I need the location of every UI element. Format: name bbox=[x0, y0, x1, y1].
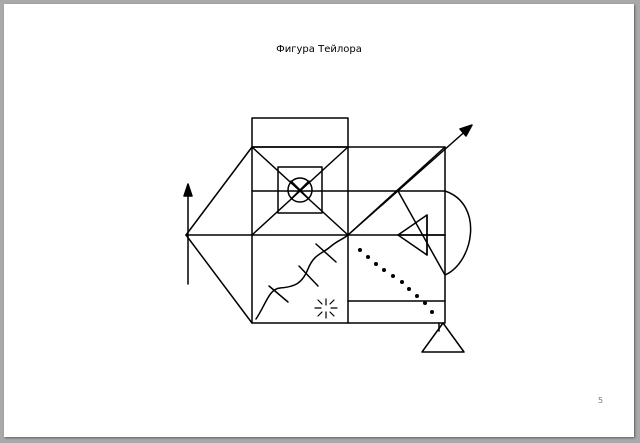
right-triangle-lower bbox=[397, 190, 446, 276]
dot bbox=[374, 262, 378, 266]
starburst-ray bbox=[317, 299, 323, 305]
right-semicircle bbox=[444, 190, 472, 276]
wave-cross-3 bbox=[315, 243, 337, 263]
dot bbox=[400, 280, 404, 284]
wavy-line bbox=[255, 234, 349, 320]
dotted-line bbox=[358, 248, 434, 314]
circle-with-cross bbox=[287, 177, 313, 203]
inner-square bbox=[277, 166, 323, 214]
diagonal-arrow-head bbox=[459, 124, 473, 137]
document-page: Фигура Тейлора bbox=[4, 4, 634, 437]
taylor-figure bbox=[183, 117, 473, 353]
wave-cross-2 bbox=[298, 265, 319, 287]
starburst-ray bbox=[329, 311, 335, 317]
dot bbox=[391, 274, 395, 278]
left-triangle-upper bbox=[185, 146, 253, 236]
left-triangle-lower bbox=[185, 234, 253, 324]
dot bbox=[423, 301, 427, 305]
dot bbox=[430, 310, 434, 314]
top-rectangle bbox=[251, 117, 349, 148]
dot bbox=[366, 255, 370, 259]
starburst-ray bbox=[329, 299, 335, 305]
dot bbox=[407, 287, 411, 291]
dot bbox=[358, 248, 362, 252]
left-arrow-head bbox=[183, 183, 193, 197]
circle-cross-line-2 bbox=[290, 180, 310, 200]
page-number: 5 bbox=[598, 396, 604, 405]
page-title: Фигура Тейлора bbox=[276, 44, 362, 55]
starburst bbox=[314, 298, 338, 319]
wave-cross-1 bbox=[268, 285, 289, 303]
dot bbox=[382, 268, 386, 272]
right-triangle-upper bbox=[347, 146, 446, 236]
starburst-ray bbox=[317, 311, 323, 317]
bottom-triangle bbox=[421, 322, 465, 353]
dot bbox=[415, 294, 419, 298]
